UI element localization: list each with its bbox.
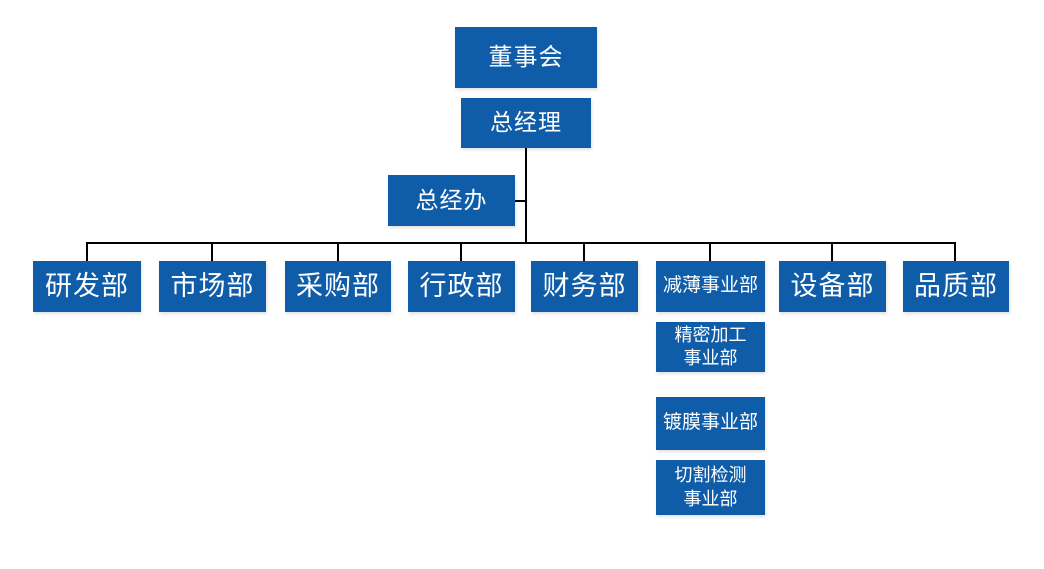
- connector-drop: [954, 242, 956, 261]
- node-coating-business-unit: 镀膜事业部: [656, 397, 765, 450]
- connector-drop: [337, 242, 339, 261]
- node-admin-dept: 行政部: [408, 261, 515, 312]
- connector-drop: [86, 242, 88, 261]
- connector-drop: [460, 242, 462, 261]
- node-marketing-dept: 市场部: [159, 261, 266, 312]
- connector-drop: [583, 242, 585, 261]
- node-quality-dept: 品质部: [903, 261, 1009, 312]
- connector-gm-office-stub: [515, 200, 526, 202]
- node-cutting-inspection-business-unit: 切割检测 事业部: [656, 460, 765, 515]
- node-thinning-business-unit: 减薄事业部: [656, 261, 765, 312]
- connector-drop: [831, 242, 833, 261]
- node-gm-office: 总经办: [388, 175, 515, 226]
- node-procurement-dept: 采购部: [285, 261, 391, 312]
- connector-drop: [709, 242, 711, 261]
- connector-drop: [211, 242, 213, 261]
- node-precision-machining-business-unit: 精密加工 事业部: [656, 322, 765, 372]
- node-board-of-directors: 董事会: [455, 27, 597, 88]
- node-finance-dept: 财务部: [531, 261, 638, 312]
- node-equipment-dept: 设备部: [779, 261, 886, 312]
- node-rnd-dept: 研发部: [33, 261, 141, 312]
- node-general-manager: 总经理: [461, 98, 591, 148]
- connector-row-horizontal: [86, 242, 956, 244]
- connector-gm-to-row: [525, 147, 527, 243]
